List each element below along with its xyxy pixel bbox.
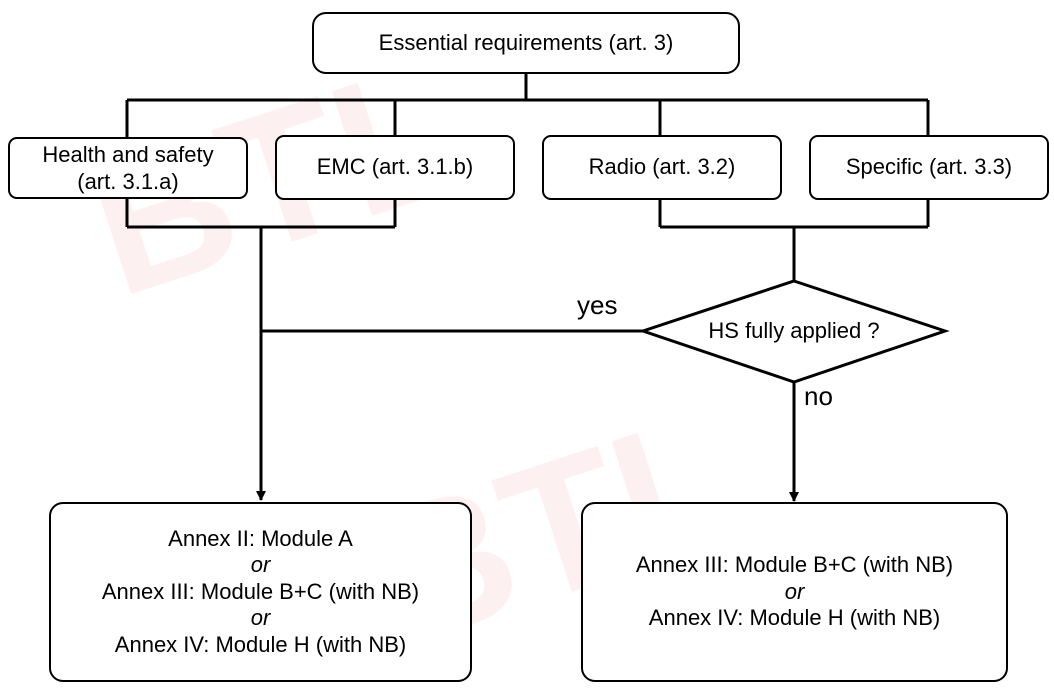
outcome-left: Annex II: Module A or Annex III: Module … bbox=[49, 502, 472, 682]
requirement-emc: EMC (art. 3.1.b) bbox=[275, 135, 515, 200]
requirement-label: Specific (art. 3.3) bbox=[845, 154, 1013, 180]
outcome-line: Annex IV: Module H (with NB) bbox=[114, 631, 407, 657]
root-box: Essential requirements (art. 3) bbox=[312, 12, 740, 74]
outcome-line: Annex III: Module B+C (with NB) bbox=[635, 552, 954, 578]
requirement-radio: Radio (art. 3.2) bbox=[542, 135, 782, 200]
requirement-label: EMC (art. 3.1.b) bbox=[316, 154, 474, 180]
requirement-specific: Specific (art. 3.3) bbox=[809, 135, 1049, 200]
requirement-label: Health and safety bbox=[42, 141, 214, 167]
outcome-line: Annex IV: Module H (with NB) bbox=[648, 605, 941, 631]
outcome-line: Annex II: Module A bbox=[168, 526, 353, 552]
requirement-label: Radio (art. 3.2) bbox=[588, 154, 736, 180]
yes-label: yes bbox=[577, 290, 618, 320]
outcome-line: Annex III: Module B+C (with NB) bbox=[101, 578, 420, 604]
outcome-or: or bbox=[784, 578, 805, 604]
decision-diamond bbox=[638, 279, 950, 384]
no-label: no bbox=[804, 381, 833, 411]
requirement-article: (art. 3.1.a) bbox=[77, 169, 179, 194]
decision-label: HS fully applied ? bbox=[708, 318, 880, 343]
outcome-or: or bbox=[250, 552, 271, 578]
outcome-or: or bbox=[250, 605, 271, 631]
requirement-health-safety: Health and safety (art. 3.1.a) bbox=[8, 137, 248, 199]
outcome-right: Annex III: Module B+C (with NB) or Annex… bbox=[581, 502, 1008, 682]
root-label: Essential requirements (art. 3) bbox=[378, 29, 674, 55]
